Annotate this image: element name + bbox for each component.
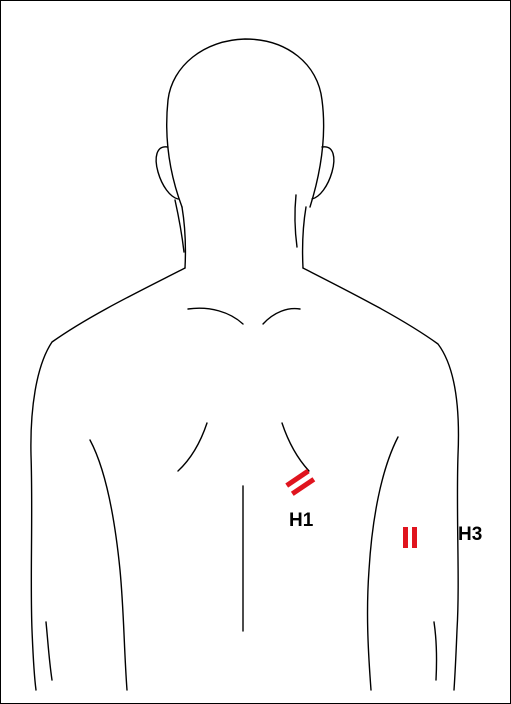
h3-marker-bar [412,527,417,548]
head-outline [167,39,324,207]
left-arm-crease [46,622,52,680]
right-neck-inner [295,195,297,247]
left-shoulder-blade-top [188,308,243,324]
h1-marker [285,469,315,496]
body-outline [31,39,459,690]
h3-marker-bar [403,527,408,548]
h1-label: H1 [289,511,313,530]
right-scapula-edge [282,423,309,471]
right-torso-side [368,437,398,690]
right-neck-line [303,207,306,268]
h3-label: H3 [458,525,482,544]
left-torso-side [90,440,127,690]
right-ear [312,147,334,199]
left-shoulder-arm [31,268,185,690]
left-scapula-edge [178,423,207,471]
right-arm-crease [434,622,437,680]
h3-marker [403,527,417,548]
right-shoulder-blade-top [263,309,300,324]
left-ear [156,147,178,199]
